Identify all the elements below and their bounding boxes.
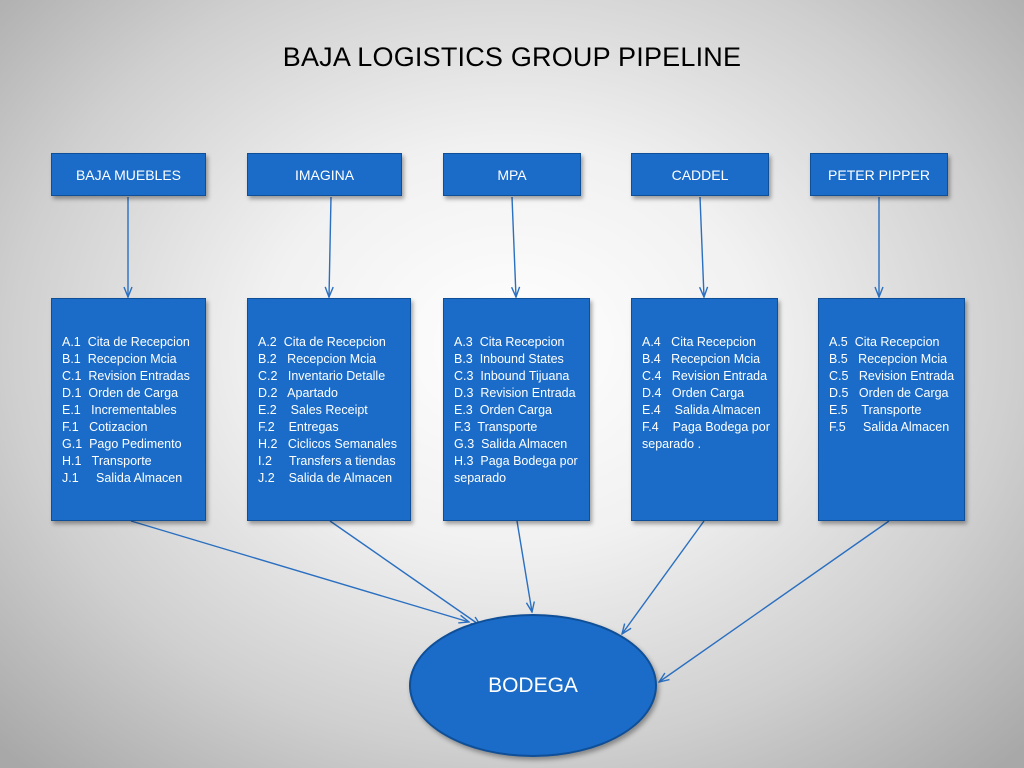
- step-item: C.1 Revision Entradas: [62, 369, 190, 383]
- step-item: A.1 Cita de Recepcion: [62, 335, 190, 349]
- step-item: C.5 Revision Entrada: [829, 369, 955, 383]
- step-item: A.2 Cita de Recepcion: [258, 335, 386, 349]
- step-item: A.4 Cita Recepcion: [642, 335, 756, 349]
- arrow-caddel-steps-to-bodega: [622, 520, 705, 634]
- arrow-baja-muebles-steps-to-bodega: [130, 520, 469, 622]
- step-item: D.5 Orden de Carga: [829, 386, 949, 400]
- steps-box-imagina: A.2 Cita de Recepcion B.2 Recepcion Mcia…: [247, 298, 411, 521]
- step-item: B.1 Recepcion Mcia: [62, 352, 177, 366]
- step-item: E.3 Orden Carga: [454, 403, 552, 417]
- arrow-mpa-steps-to-bodega: [516, 520, 532, 612]
- step-item: B.2 Recepcion Mcia: [258, 352, 377, 366]
- step-item: D.3 Revision Entrada: [454, 386, 576, 400]
- steps-box-caddel: A.4 Cita Recepcion B.4 Recepcion Mcia C.…: [631, 298, 778, 521]
- step-item: F.4 Paga Bodega por separado .: [642, 420, 774, 451]
- step-item: H.2 Ciclicos Semanales: [258, 437, 397, 451]
- company-box-baja-muebles: BAJA MUEBLES: [51, 153, 206, 196]
- step-item: J.2 Salida de Almacen: [258, 471, 393, 485]
- arrow-imagina-to-steps: [329, 196, 331, 297]
- step-item: J.1 Salida Almacen: [62, 471, 183, 485]
- company-box-caddel: CADDEL: [631, 153, 769, 196]
- step-item: C.2 Inventario Detalle: [258, 369, 386, 383]
- step-item: E.4 Salida Almacen: [642, 403, 761, 417]
- steps-box-peter-pipper: A.5 Cita Recepcion B.5 Recepcion Mcia C.…: [818, 298, 965, 521]
- step-item: I.2 Transfers a tiendas: [258, 454, 396, 468]
- arrow-mpa-to-steps: [512, 196, 516, 297]
- step-item: F.1 Cotizacion: [62, 420, 148, 434]
- company-box-peter-pipper: PETER PIPPER: [810, 153, 948, 196]
- arrow-imagina-steps-to-bodega: [329, 520, 481, 626]
- step-item: E.5 Transporte: [829, 403, 922, 417]
- step-item: F.3 Transporte: [454, 420, 538, 434]
- step-item: B.4 Recepcion Mcia: [642, 352, 761, 366]
- steps-box-baja-muebles: A.1 Cita de Recepcion B.1 Recepcion Mcia…: [51, 298, 206, 521]
- step-item: H.1 Transporte: [62, 454, 152, 468]
- step-item: D.4 Orden Carga: [642, 386, 745, 400]
- step-item: C.4 Revision Entrada: [642, 369, 768, 383]
- step-item: G.1 Pago Pedimento: [62, 437, 182, 451]
- step-item: G.3 Salida Almacen: [454, 437, 568, 451]
- steps-box-mpa: A.3 Cita Recepcion B.3 Inbound States C.…: [443, 298, 590, 521]
- step-item: A.5 Cita Recepcion: [829, 335, 940, 349]
- step-item: E.1 Incrementables: [62, 403, 177, 417]
- step-item: D.1 Orden de Carga: [62, 386, 179, 400]
- step-item: F.2 Entregas: [258, 420, 339, 434]
- step-item: B.5 Recepcion Mcia: [829, 352, 948, 366]
- arrow-caddel-to-steps: [700, 196, 704, 297]
- step-item: A.3 Cita Recepcion: [454, 335, 565, 349]
- bodega-ellipse: BODEGA: [409, 614, 657, 757]
- company-box-mpa: MPA: [443, 153, 581, 196]
- company-box-imagina: IMAGINA: [247, 153, 402, 196]
- arrow-peter-pipper-steps-to-bodega: [659, 520, 890, 682]
- step-item: H.3 Paga Bodega por separado: [454, 454, 582, 485]
- diagram-title: BAJA LOGISTICS GROUP PIPELINE: [282, 42, 742, 72]
- step-item: E.2 Sales Receipt: [258, 403, 368, 417]
- step-item: B.3 Inbound States: [454, 352, 564, 366]
- step-item: D.2 Apartado: [258, 386, 338, 400]
- step-item: F.5 Salida Almacen: [829, 420, 950, 434]
- step-item: C.3 Inbound Tijuana: [454, 369, 570, 383]
